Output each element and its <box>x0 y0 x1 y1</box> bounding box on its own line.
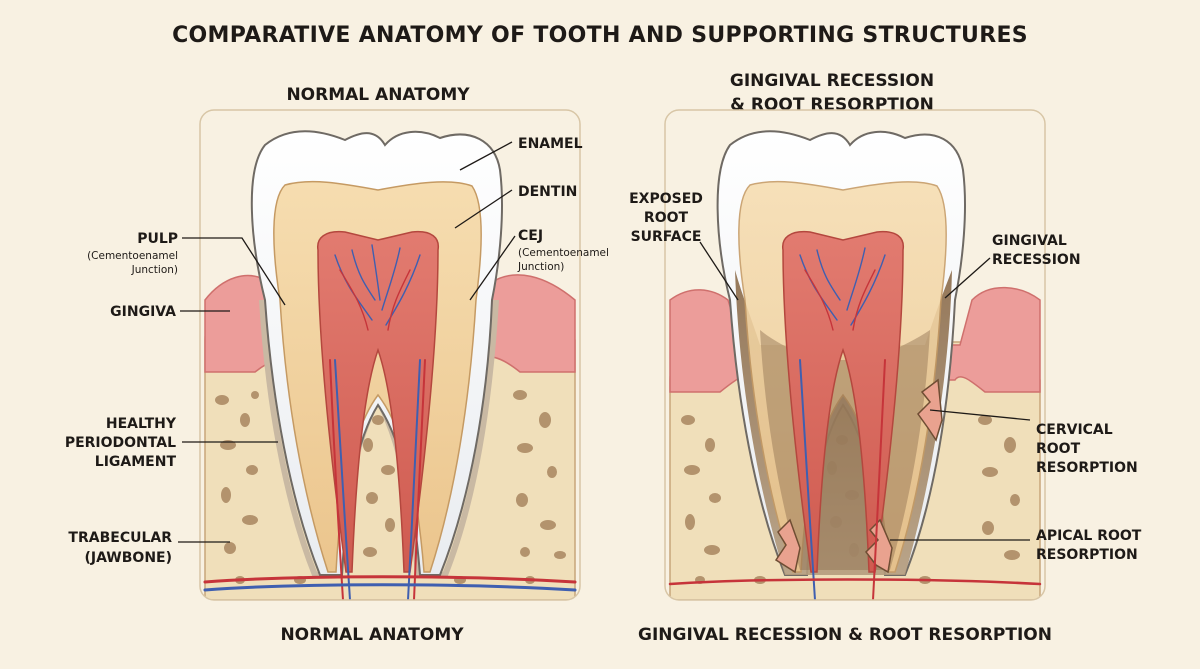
label-exposed-line-2: ROOT <box>644 210 689 226</box>
left-panel-heading: NORMAL ANATOMY <box>286 85 470 105</box>
recession-tooth-illustration <box>668 130 1042 600</box>
label-pdl-line-1: HEALTHY <box>106 416 177 432</box>
diagram-title: COMPARATIVE ANATOMY OF TOOTH AND SUPPORT… <box>172 23 1028 48</box>
apical-resorption-defect-left <box>774 518 801 574</box>
left-panel-caption: NORMAL ANATOMY <box>280 625 464 645</box>
normal-panel-frame <box>199 109 581 601</box>
label-exposed-line-1: EXPOSED <box>629 191 703 207</box>
right-panel-heading-line-2: & ROOT RESORPTION <box>730 95 934 115</box>
right-panel-caption: GINGIVAL RECESSION & ROOT RESORPTION <box>638 625 1052 645</box>
recession-pulp <box>782 230 905 573</box>
label-recession-line-2: RECESSION <box>992 252 1081 268</box>
recession-panel-frame <box>664 109 1046 601</box>
label-bone-line-2: (JAWBONE) <box>84 550 172 566</box>
label-recession-line-1: GINGIVAL <box>992 233 1067 249</box>
normal-bone-pores <box>215 390 566 584</box>
label-pulp-note-line-2: Junction) <box>131 264 178 276</box>
label-cervical-line-1: CERVICAL <box>1036 422 1113 438</box>
label-pdl-line-2: PERIODONTAL <box>65 435 176 451</box>
label-pulp-note-line-1: (Cementoenamel <box>87 250 178 262</box>
label-exposed-line-3: SURFACE <box>631 229 702 245</box>
right-panel-heading-line-1: GINGIVAL RECESSION <box>730 71 934 91</box>
normal-label-leaders <box>178 141 516 543</box>
recession-pulp-vessels <box>668 247 1042 600</box>
normal-pulp-vessels <box>203 244 577 600</box>
label-pdl-line-3: LIGAMENT <box>95 454 177 470</box>
label-dentin: DENTIN <box>518 184 577 200</box>
normal-tooth-illustration <box>203 130 577 600</box>
apical-resorption-defect <box>865 518 893 574</box>
label-gingiva: GINGIVA <box>110 304 176 320</box>
label-apical-line-1: APICAL ROOT <box>1036 528 1142 544</box>
label-apical-line-2: RESORPTION <box>1036 547 1138 563</box>
label-cej-note-line-2: Junction) <box>517 261 564 273</box>
label-cej-note-line-1: (Cementoenamel <box>518 247 609 259</box>
label-cej: CEJ <box>518 228 543 244</box>
label-pulp: PULP <box>137 231 178 247</box>
label-enamel: ENAMEL <box>518 136 583 152</box>
label-cervical-line-2: ROOT <box>1036 441 1081 457</box>
label-bone-line-1: TRABECULAR <box>68 530 172 546</box>
label-cervical-line-3: RESORPTION <box>1036 460 1138 476</box>
recession-label-leaders <box>699 241 1031 541</box>
